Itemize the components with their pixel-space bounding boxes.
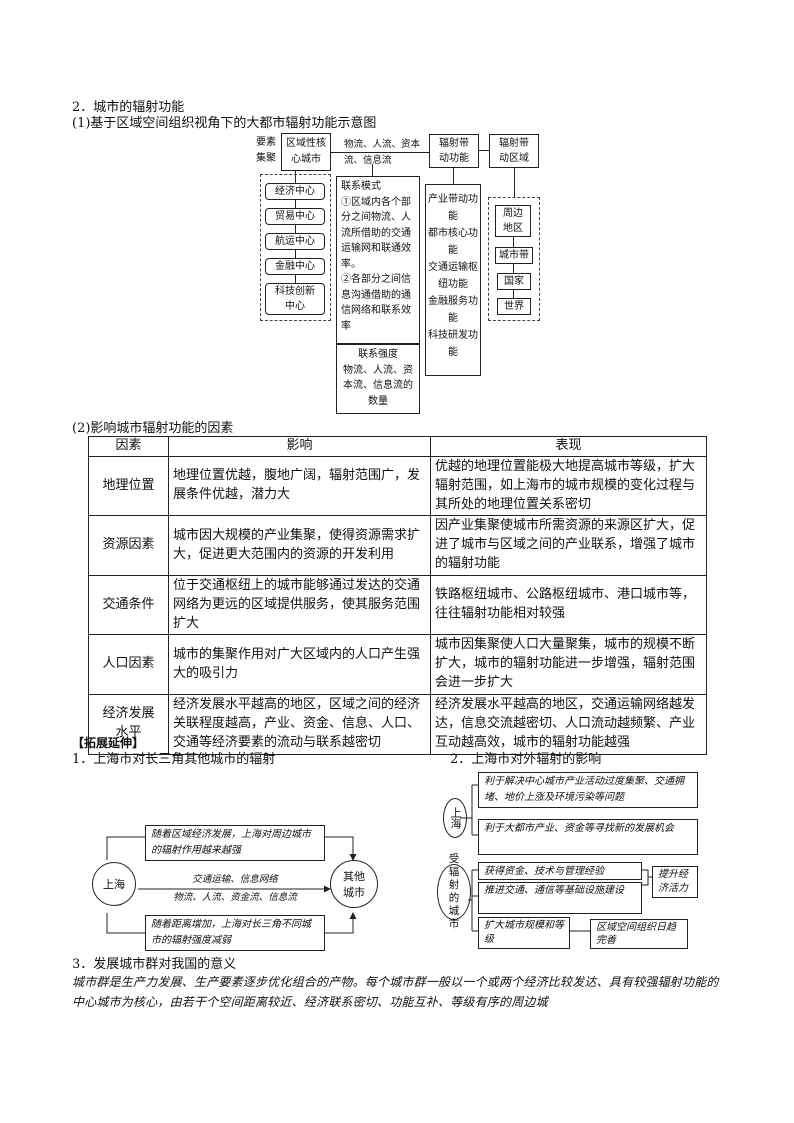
- subsection-title-1: (1)基于区域空间组织视角下的大都市辐射功能示意图: [72, 116, 377, 131]
- section3-paragraph: 城市群是生产力发展、生产要素逐步优化组合的产物。每个城市群一般以一个或两个经济比…: [72, 975, 719, 1010]
- label-jiju: 集聚: [256, 153, 276, 164]
- area-item-world: 世界: [497, 298, 531, 315]
- top-note-box: 随着区域经济发展，上海对周边城市的辐射作用越来越强: [145, 825, 325, 861]
- core-item-shipping: 航运中心: [265, 233, 325, 250]
- core-item-finance: 金融中心: [265, 258, 325, 275]
- factor-cell: 人口因素: [88, 634, 169, 695]
- link-mode-box: 联系模式 ①区域内各个部分之间物流、人流所借助的交通运输网和联通效率。 ②各部分…: [336, 176, 420, 344]
- effect-cell: 城市因大规模的产业集聚，使得资源需求扩大，促进更大范围内的资源的开发利用: [168, 515, 431, 576]
- table-row: 地理位置 地理位置优越，腹地广阔，辐射范围广，发展条件优越，潜力大 优越的地理位…: [88, 455, 707, 517]
- section3-title: 3．发展城市群对我国的意义: [72, 957, 237, 972]
- header-effect: 影响: [168, 436, 431, 457]
- area-item-city-belt: 城市带: [495, 247, 533, 264]
- factor-cell: 地理位置: [88, 455, 169, 517]
- benefit-box-5: 扩大城市规模和等级: [478, 917, 570, 949]
- benefit-box-2: 利于大都市产业、资金等寻找新的发展机会: [478, 819, 698, 855]
- shanghai-node-right: 上海: [443, 798, 467, 838]
- benefit-box-7: 区域空间组织日趋完善: [590, 919, 688, 949]
- extension-left-title: 1．上海市对长三角其他城市的辐射: [72, 752, 276, 767]
- right-connectors: [460, 784, 652, 932]
- header-factor: 因素: [88, 436, 169, 457]
- radiated-city-node: 受辐射的城市: [437, 853, 471, 930]
- table-row: 人口因素 城市的集聚作用对广大区域内的人口产生强大的吸引力 城市因集聚使人口大量…: [88, 634, 707, 695]
- core-item-trade: 贸易中心: [265, 208, 325, 225]
- drive-functions-list: 产业带动功能 都市核心功能 交通运输枢纽功能 金融服务功能 科技研发功能: [425, 184, 481, 376]
- core-city-box: 区域性核心城市: [281, 133, 331, 171]
- effect-cell: 位于交通枢纽上的城市能够通过发达的交通网络为更远的区域提供服务，使其服务范围扩大: [168, 574, 431, 636]
- connector-lines: [106, 836, 357, 934]
- shanghai-node: 上海: [92, 862, 136, 906]
- core-item-tech: 科技创新中心: [265, 283, 325, 315]
- benefit-box-4: 推进交通、通信等基础设施建设: [478, 882, 642, 914]
- benefit-box-6: 提升经济活力: [652, 866, 698, 898]
- factor-cell: 交通条件: [88, 574, 169, 636]
- effect-cell: 城市的集聚作用对广大区域内的人口产生强大的吸引力: [168, 634, 431, 695]
- subsection-title-2: (2)影响城市辐射功能的因素: [72, 421, 234, 436]
- drive-area-box: 辐射带动区域: [489, 134, 539, 168]
- label-yaosu: 要素: [256, 137, 276, 148]
- drive-function-box: 辐射带动功能: [429, 134, 479, 168]
- extension-right-title: 2．上海市对外辐射的影响: [450, 752, 602, 767]
- table-row: 经济发展水平 经济发展水平越高的地区，区域之间的经济关联程度越高，产业、资金、信…: [88, 693, 707, 755]
- bottom-note-box: 随着距离增加，上海对长三角不同城市的辐射强度减弱: [145, 915, 325, 951]
- show-cell: 因产业集聚使城市所需资源的来源区扩大，促进了城市与区域之间的产业联系，增强了城市…: [430, 515, 707, 576]
- show-cell: 优越的地理位置能极大地提高城市等级，扩大辐射范围，如上海市的城市规模的变化过程与…: [430, 455, 707, 517]
- effect-cell: 经济发展水平越高的地区，区域之间的经济关联程度越高，产业、资金、信息、人口、交通…: [168, 693, 431, 755]
- show-cell: 经济发展水平越高的地区，交通运输网络越发达，信息交流越密切、人口流动越频繁、产业…: [430, 693, 707, 755]
- table-header-row: 因素 影响 表现: [88, 436, 707, 457]
- show-cell: 城市因集聚使人口大量聚集，城市的规模不断扩大，城市的辐射功能进一步增强，辐射范围…: [430, 634, 707, 695]
- factors-table: 因素 影响 表现 地理位置 地理位置优越，腹地广阔，辐射范围广，发展条件优越，潜…: [88, 436, 707, 755]
- area-item-country: 国家: [497, 273, 531, 290]
- benefit-box-1: 利于解决中心城市产业活动过度集聚、交通拥堵、地价上涨及环境污染等问题: [478, 772, 698, 808]
- effect-cell: 地理位置优越，腹地广阔，辐射范围广，发展条件优越，潜力大: [168, 455, 431, 517]
- header-show: 表现: [430, 436, 707, 457]
- factor-cell: 资源因素: [88, 515, 169, 576]
- section-title: 2．城市的辐射功能: [72, 100, 185, 115]
- flow-types-label: 物流、人流、资金流、信息流: [173, 892, 297, 903]
- area-item-surrounding: 周边地区: [495, 205, 531, 237]
- table-row: 交通条件 位于交通枢纽上的城市能够通过发达的交通网络为更远的区域提供服务，使其服…: [88, 574, 707, 636]
- benefit-box-3: 获得资金、技术与管理经验: [478, 862, 642, 880]
- table-row: 资源因素 城市因大规模的产业集聚，使得资源需求扩大，促进更大范围内的资源的开发利…: [88, 515, 707, 576]
- other-cities-node: 其他城市: [330, 860, 378, 908]
- link-strength-box: 联系强度 物流、人流、资本流、信息流的数量: [336, 344, 420, 414]
- flow-label: 物流、人流、资本流、信息流: [344, 139, 421, 166]
- core-item-economic: 经济中心: [265, 183, 325, 200]
- show-cell: 铁路枢纽城市、公路枢纽城市、港口城市等，往往辐射功能相对较强: [430, 574, 707, 636]
- extension-title: 【拓展延伸】: [72, 736, 145, 750]
- factor-cell: 经济发展水平: [88, 693, 169, 755]
- area-group: [488, 197, 540, 321]
- flow-network-label: 交通运输、信息网络: [192, 874, 278, 885]
